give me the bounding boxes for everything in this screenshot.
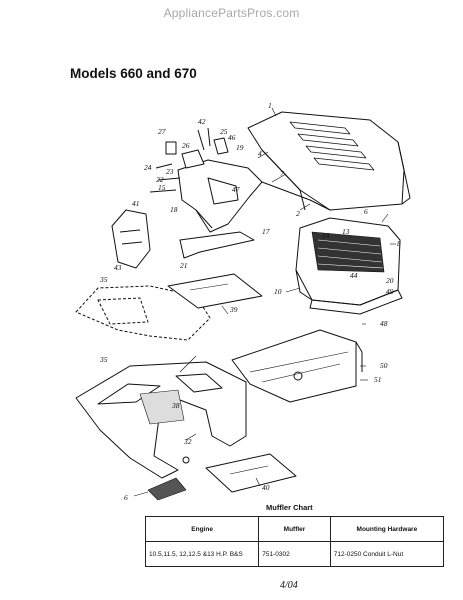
callout-32: 32 [183, 437, 192, 446]
callout-4: 4 [258, 149, 262, 158]
callout-48: 48 [380, 319, 388, 328]
callout-23: 23 [166, 167, 174, 176]
header-muffler: Muffler [258, 516, 331, 542]
callout-24: 24 [144, 163, 152, 172]
table-row: 10.5,11.5, 12,12.5 &13 H.P. B&S 751-0302… [144, 541, 445, 567]
callout-15: 15 [158, 183, 166, 192]
callout-labels: 1 2 4 6 7 8 10 13 14 15 17 18 19 20 21 2… [99, 101, 401, 502]
callout-51: 51 [374, 375, 382, 384]
callout-44: 44 [350, 271, 358, 280]
callout-39: 39 [229, 305, 238, 314]
callout-35-lower: 35 [99, 355, 108, 364]
callout-6: 6 [364, 207, 368, 216]
footplate [205, 453, 297, 493]
muffler-chart-table: Engine Muffler Mounting Hardware 10.5,11… [144, 516, 445, 567]
cell-engine: 10.5,11.5, 12,12.5 &13 H.P. B&S [144, 541, 260, 567]
callout-21: 21 [180, 261, 188, 270]
callout-14: 14 [322, 231, 330, 240]
seat-bracket [111, 209, 151, 269]
callout-2: 2 [296, 209, 300, 218]
callout-49: 49 [386, 287, 394, 296]
heat-shield [167, 273, 263, 309]
part-27 [165, 141, 177, 155]
callout-41: 41 [132, 199, 140, 208]
callout-6-lower: 6 [124, 493, 128, 502]
muffler-chart-title: Muffler Chart [266, 503, 313, 512]
callout-22: 22 [156, 175, 164, 184]
header-engine: Engine [144, 516, 260, 542]
dash-panel [177, 159, 263, 233]
watermark: AppliancePartsPros.com [163, 6, 300, 20]
hood-vents [289, 121, 375, 171]
callout-20: 20 [386, 276, 394, 285]
callout-19: 19 [236, 143, 244, 152]
callout-38: 38 [171, 401, 180, 410]
callout-50: 50 [380, 361, 388, 370]
callout-10: 10 [274, 287, 282, 296]
page-title: Models 660 and 670 [70, 66, 197, 81]
column-bracket [179, 231, 255, 259]
callout-42: 42 [198, 117, 206, 126]
bracket-lower [147, 477, 187, 501]
callout-18: 18 [170, 205, 178, 214]
callout-26: 26 [182, 141, 190, 150]
callout-25: 25 [220, 127, 228, 136]
callout-8: 8 [397, 239, 401, 248]
header-mounting-hardware: Mounting Hardware [329, 516, 445, 542]
callout-43: 43 [114, 263, 122, 272]
callout-35-upper: 35 [99, 275, 108, 284]
callout-27: 27 [158, 127, 166, 136]
part-26 [181, 149, 205, 169]
callout-1: 1 [268, 101, 272, 110]
callout-47: 47 [232, 185, 240, 194]
part-25 [213, 137, 229, 155]
callout-40: 40 [262, 483, 270, 492]
table-header-row: Engine Muffler Mounting Hardware [144, 516, 445, 542]
cell-mounting-hardware: 712-0250 Conduit L-Nut [329, 541, 445, 567]
callout-7: 7 [280, 169, 284, 178]
cell-muffler: 751-0302 [258, 541, 331, 567]
grille-screen [311, 231, 385, 273]
callout-46: 46 [228, 133, 236, 142]
callout-17: 17 [262, 227, 270, 236]
chassis-frame [231, 329, 357, 403]
page-number: 4/04 [280, 580, 298, 591]
callout-13: 13 [342, 227, 350, 236]
